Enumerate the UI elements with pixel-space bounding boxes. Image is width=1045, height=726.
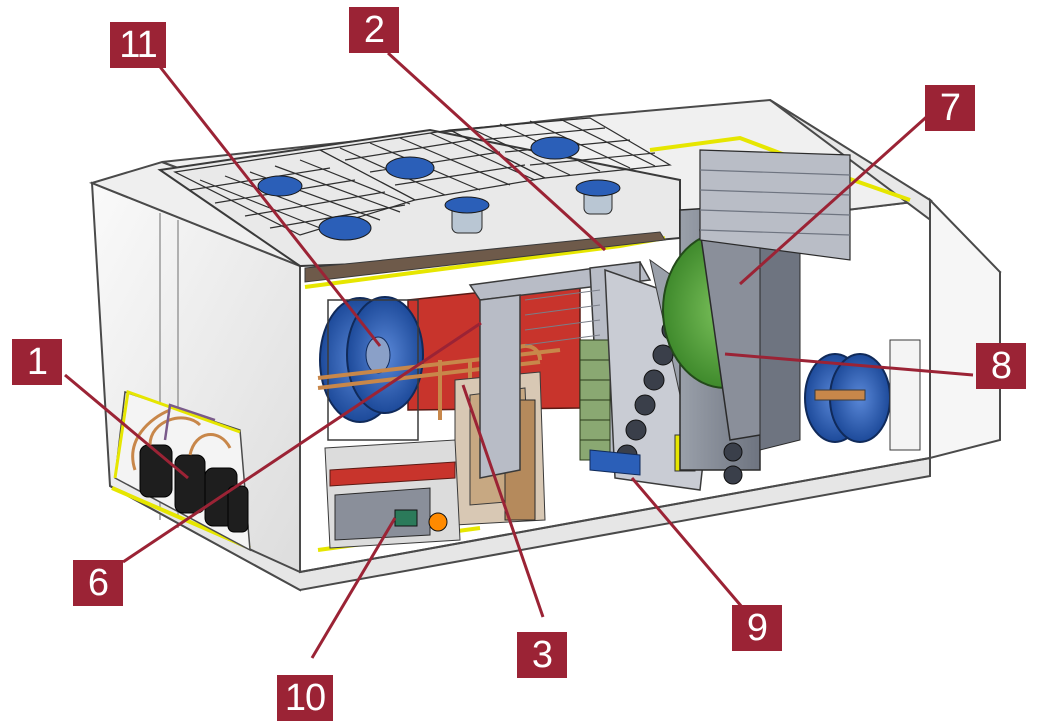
- exhaust-fan: [804, 339, 921, 451]
- compressor-bay: [113, 389, 251, 552]
- blower-assembly: [324, 439, 461, 549]
- callout-7: 7: [925, 85, 975, 131]
- condenser-fan-motor: [257, 136, 621, 241]
- callout-2: 2: [349, 7, 399, 53]
- callout-label: 1: [26, 341, 48, 383]
- leader-line: [155, 62, 382, 347]
- leader-line: [386, 51, 607, 252]
- callout-label: 3: [531, 634, 553, 676]
- callout-9: 9: [732, 605, 782, 651]
- callout-label: 9: [746, 607, 768, 649]
- callout-label: 8: [990, 345, 1012, 387]
- leader-line: [630, 477, 744, 608]
- leader-line: [738, 110, 934, 286]
- leader-line: [310, 517, 397, 659]
- callout-8: 8: [976, 343, 1026, 389]
- callout-3: 3: [517, 632, 567, 678]
- callout-11: 11: [110, 22, 166, 68]
- roof-underside: [304, 231, 666, 283]
- callout-1: 1: [12, 339, 62, 385]
- callout-label: 2: [363, 9, 385, 51]
- condensate-fans: [723, 442, 743, 485]
- leader-line: [461, 384, 545, 618]
- callout-label: 7: [939, 87, 961, 129]
- leader-line: [122, 321, 482, 564]
- callout-label: 6: [87, 562, 109, 604]
- green-coil: [579, 339, 611, 461]
- callout-6: 6: [73, 560, 123, 606]
- callout-label: 11: [119, 24, 157, 66]
- leader-lines: [64, 51, 974, 659]
- outside-air-dampers: [699, 149, 851, 261]
- callout-10: 10: [277, 675, 333, 721]
- leader-line: [64, 373, 189, 480]
- callout-label: 10: [284, 677, 326, 719]
- leader-line: [724, 352, 974, 377]
